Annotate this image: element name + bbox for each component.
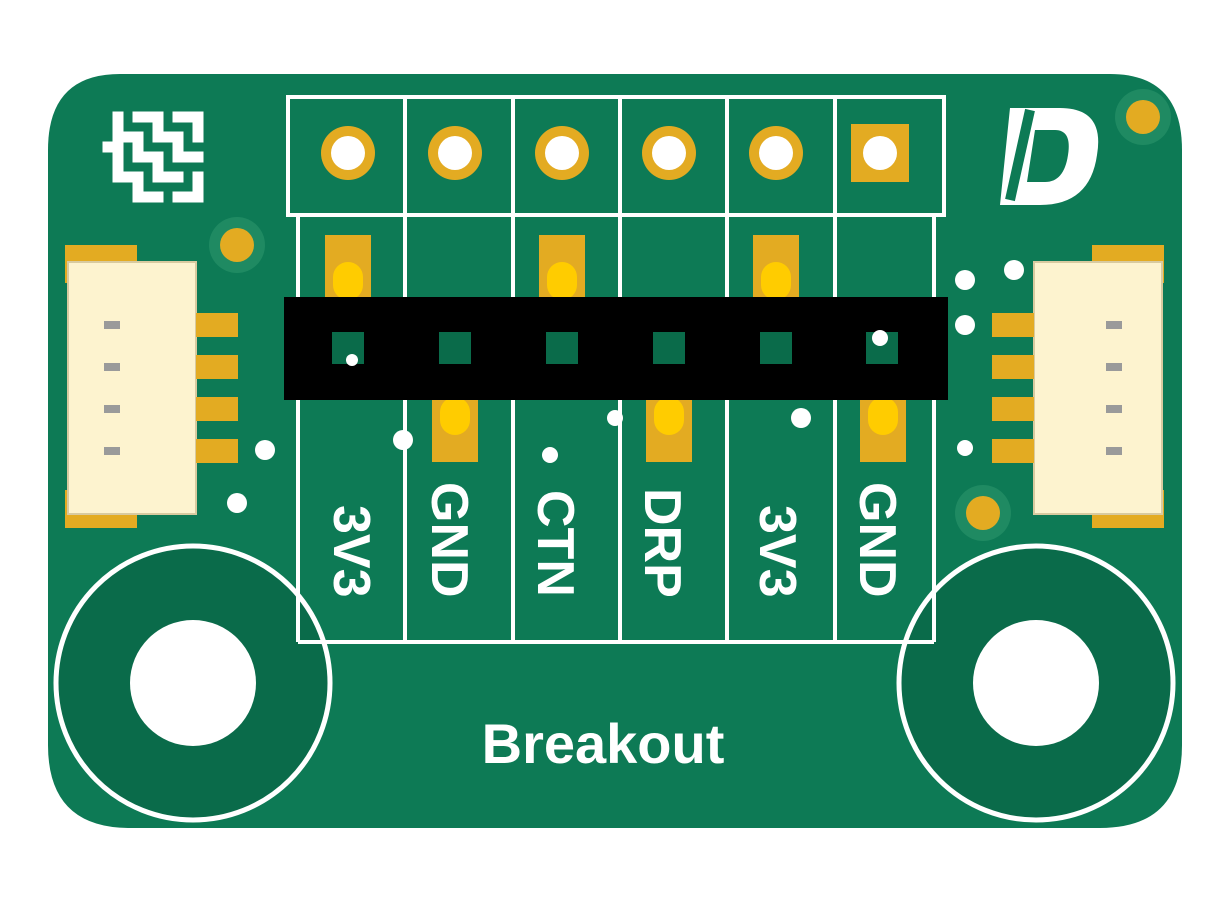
pin-label: DRP [633, 488, 691, 598]
pin-labels: 3V3 GND CTN DRP 3V3 GND [322, 482, 906, 598]
pin-label: GND [420, 482, 478, 598]
vias [227, 260, 1024, 513]
mounting-hole-left [53, 543, 333, 823]
connector-right [992, 245, 1164, 528]
pin-label: 3V3 [322, 505, 380, 598]
pin-header [284, 297, 948, 400]
pin-label: GND [848, 482, 906, 598]
through-hole-pads [321, 124, 909, 182]
smd-pads-top [325, 235, 799, 305]
d-logo-icon [1000, 108, 1099, 205]
connector-left [65, 245, 238, 528]
smd-pads-bottom [432, 392, 906, 462]
pin-label: CTN [526, 490, 584, 597]
test-points [209, 89, 1171, 541]
knot-logo-icon [102, 111, 204, 203]
board-label: Breakout [482, 712, 725, 775]
pin-label: 3V3 [748, 505, 806, 598]
mounting-hole-right [896, 543, 1176, 823]
